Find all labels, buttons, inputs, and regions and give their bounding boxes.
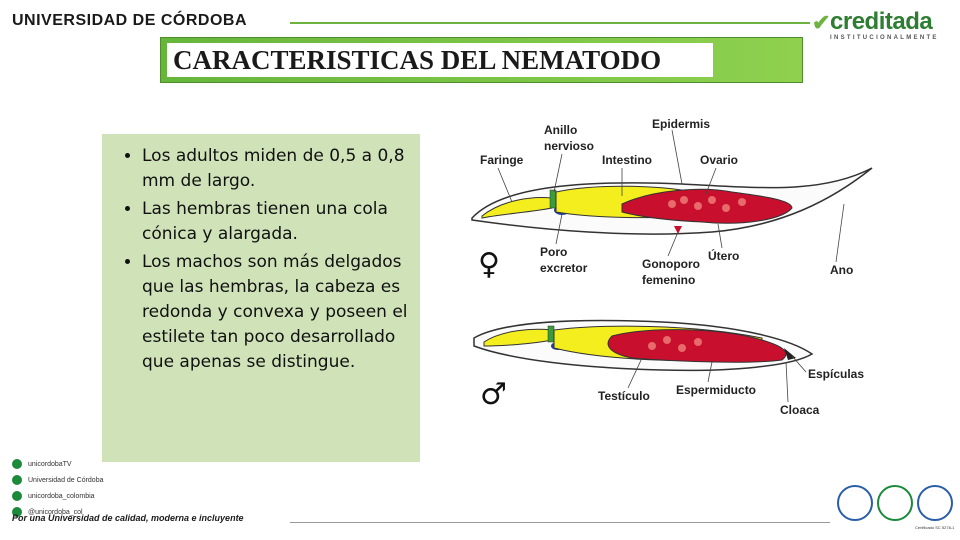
- nematode-diagram: Epidermis Anillo nervioso Faringe Intest…: [471, 117, 873, 417]
- label-gonoporo-1: Gonoporo: [642, 257, 700, 271]
- bullet-list: Los adultos miden de 0,5 a 0,8 mm de lar…: [102, 134, 420, 375]
- instagram-icon: [12, 491, 22, 501]
- header-divider: [290, 22, 810, 24]
- certification-logos: Certificado SC 5278-1: [835, 485, 955, 537]
- label-epidermis: Epidermis: [652, 117, 710, 131]
- label-ano: Ano: [830, 263, 853, 277]
- youtube-icon: [12, 459, 22, 469]
- title-panel: [167, 43, 713, 77]
- leader-lines: [497, 129, 845, 403]
- label-gonoporo-2: femenino: [642, 273, 695, 287]
- social-label: unicordoba_colombia: [28, 492, 95, 500]
- social-label: unicordobaTV: [28, 460, 72, 468]
- label-anillo-2: nervioso: [544, 139, 594, 153]
- label-poro-2: excretor: [540, 261, 588, 275]
- social-row-youtube[interactable]: unicordobaTV: [12, 456, 104, 472]
- label-testiculo: Testículo: [598, 389, 650, 403]
- certification-seal-icon: [837, 485, 873, 521]
- bullet-item: Los adultos miden de 0,5 a 0,8 mm de lar…: [142, 144, 414, 194]
- male-symbol: ♂: [480, 377, 507, 412]
- accreditation-word: creditada: [830, 8, 933, 35]
- accreditation-logo: ✔ creditada INSTITUCIONALMENTE: [812, 8, 952, 42]
- bullet-panel: Los adultos miden de 0,5 a 0,8 mm de lar…: [102, 134, 420, 462]
- male-worm: [473, 319, 814, 372]
- label-ovario: Ovario: [700, 153, 738, 167]
- social-row-facebook[interactable]: Universidad de Córdoba: [12, 472, 104, 488]
- label-espiculas: Espículas: [808, 367, 864, 381]
- social-label: @unicordoba_col: [28, 508, 83, 516]
- facebook-icon: [12, 475, 22, 485]
- label-faringe: Faringe: [480, 153, 524, 167]
- slide-title: CARACTERISTICAS DEL NEMATODO: [173, 45, 662, 75]
- bullet-item: Las hembras tienen una cola cónica y ala…: [142, 197, 414, 247]
- accreditation-sub: INSTITUCIONALMENTE: [830, 35, 939, 41]
- label-poro-1: Poro: [540, 245, 567, 259]
- bullet-item: Los machos son más delgados que las hemb…: [142, 250, 414, 375]
- social-row-twitter[interactable]: @unicordoba_col: [12, 504, 104, 520]
- social-label: Universidad de Córdoba: [28, 476, 104, 484]
- label-intestino: Intestino: [602, 153, 652, 167]
- twitter-icon: [12, 507, 22, 517]
- label-cloaca: Cloaca: [780, 403, 820, 417]
- title-banner: CARACTERISTICAS DEL NEMATODO: [160, 37, 803, 83]
- label-utero: Útero: [708, 248, 739, 263]
- female-symbol: ♀: [478, 247, 500, 282]
- social-links: unicordobaTV Universidad de Córdoba unic…: [12, 456, 104, 520]
- label-anillo-1: Anillo: [544, 123, 577, 137]
- iso-seal-icon: [877, 485, 913, 521]
- social-row-instagram[interactable]: unicordoba_colombia: [12, 488, 104, 504]
- certificate-caption: Certificado SC 5278-1: [915, 525, 955, 530]
- footer-divider: [290, 522, 830, 523]
- slogan: Por una Universidad de calidad, moderna …: [12, 513, 244, 523]
- iqnet-seal-icon: [917, 485, 953, 521]
- label-espermiducto: Espermiducto: [676, 383, 756, 397]
- university-name: UNIVERSIDAD DE CÓRDOBA: [12, 12, 248, 29]
- check-icon: ✔: [812, 10, 831, 35]
- female-worm: [471, 167, 873, 235]
